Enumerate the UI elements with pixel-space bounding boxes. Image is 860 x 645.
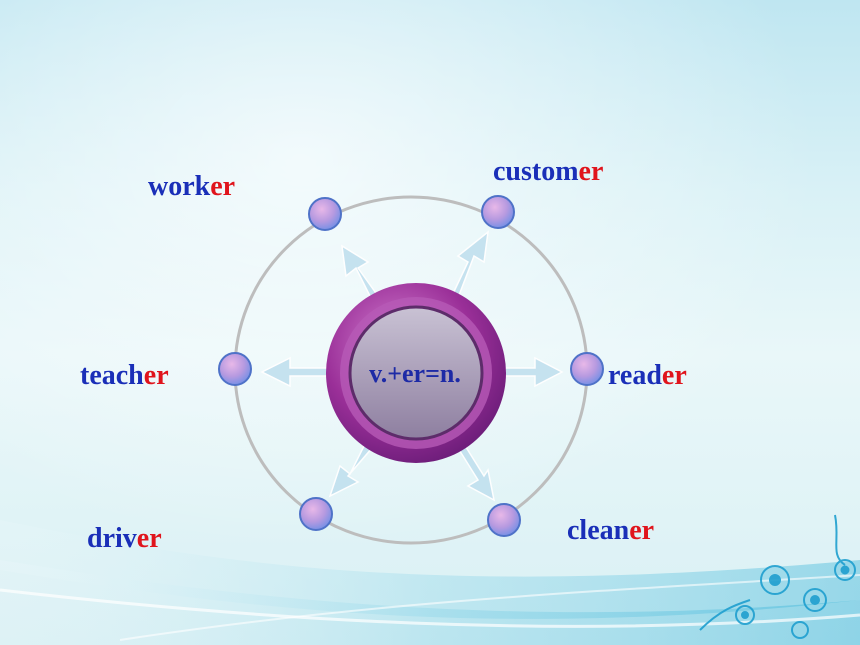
word-suffix: er: [136, 523, 162, 554]
arrow-reader: [504, 356, 564, 388]
word-reader: reader: [608, 362, 687, 390]
wave-line: [119, 574, 860, 641]
word-suffix: er: [210, 171, 236, 202]
wave-band: [0, 560, 860, 645]
word-stem: work: [148, 171, 211, 202]
word-suffix: er: [661, 360, 687, 391]
word-suffix: er: [629, 515, 655, 546]
arrow-worker: [341, 244, 380, 302]
word-stem: driv: [87, 523, 137, 554]
node-cleaner: [487, 503, 521, 537]
word-cleaner: cleaner: [567, 517, 654, 545]
word-stem: teach: [80, 360, 144, 391]
word-stem: read: [608, 360, 662, 391]
arrows: [260, 230, 564, 502]
word-customer: customer: [493, 158, 603, 186]
node-driver: [299, 497, 333, 531]
word-suffix: er: [578, 156, 604, 187]
word-worker: worker: [148, 173, 235, 201]
hub: [326, 283, 506, 463]
node-reader: [570, 352, 604, 386]
node-worker: [308, 197, 342, 231]
word-driver: driver: [87, 525, 162, 553]
word-suffix: er: [143, 360, 169, 391]
arrow-cleaner: [456, 442, 496, 502]
center-formula: v.+er=n.: [369, 359, 461, 388]
node-teacher: [218, 352, 252, 386]
arrow-teacher: [260, 356, 331, 388]
arrow-driver: [328, 440, 374, 498]
word-stem: custom: [493, 156, 579, 187]
nodes: [218, 195, 604, 537]
flower-decoration: [699, 514, 856, 639]
wave-line: [0, 588, 860, 628]
node-customer: [481, 195, 515, 229]
hub-inner: [348, 305, 484, 441]
word-stem: clean: [567, 515, 630, 546]
word-teacher: teacher: [80, 362, 169, 390]
